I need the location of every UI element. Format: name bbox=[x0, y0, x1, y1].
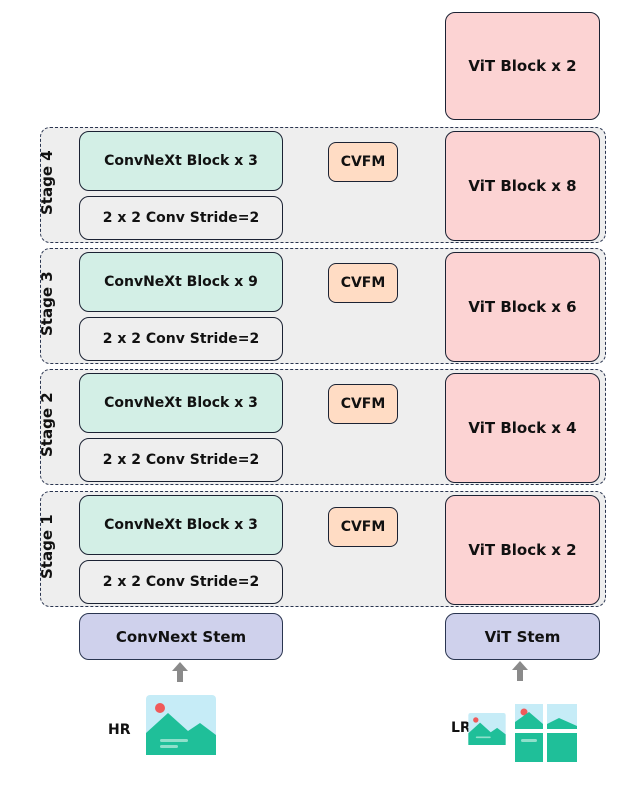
vit-block-label: ViT Block x 8 bbox=[468, 177, 577, 195]
cvfm-stage-4: CVFM bbox=[328, 142, 398, 182]
conv-stride-stage-4: 2 x 2 Conv Stride=2 bbox=[79, 196, 283, 240]
vit-block-stage-4: ViT Block x 8 bbox=[445, 131, 600, 241]
convnext-block-stage-2: ConvNeXt Block x 3 bbox=[79, 373, 283, 433]
stage-label-3: Stage 3 bbox=[38, 271, 56, 336]
lr-label: LR bbox=[451, 720, 471, 736]
cvfm-stage-1: CVFM bbox=[328, 507, 398, 547]
vit-block-stage-3: ViT Block x 6 bbox=[445, 252, 600, 362]
cvfm-label: CVFM bbox=[340, 519, 386, 535]
convnext-stem-label: ConvNext Stem bbox=[115, 627, 247, 646]
vit-block-top-label: ViT Block x 2 bbox=[468, 57, 577, 75]
stage-label-4: Stage 4 bbox=[38, 150, 56, 215]
cvfm-stage-2: CVFM bbox=[328, 384, 398, 424]
cvfm-label: CVFM bbox=[340, 275, 386, 291]
vit-block-top: ViT Block x 2 bbox=[445, 12, 600, 120]
vit-block-stage-2: ViT Block x 4 bbox=[445, 373, 600, 483]
convnext-stem: ConvNext Stem bbox=[79, 613, 283, 660]
convnext-block-label: ConvNeXt Block x 3 bbox=[104, 153, 258, 169]
convnext-block-stage-1: ConvNeXt Block x 3 bbox=[79, 495, 283, 555]
stage-label-2: Stage 2 bbox=[38, 392, 56, 457]
cvfm-label: CVFM bbox=[340, 396, 386, 412]
conv-stride-label: 2 x 2 Conv Stride=2 bbox=[102, 452, 260, 468]
convnext-block-label: ConvNeXt Block x 3 bbox=[104, 395, 258, 411]
conv-stride-stage-1: 2 x 2 Conv Stride=2 bbox=[79, 560, 283, 604]
vit-block-label: ViT Block x 2 bbox=[468, 541, 577, 559]
vit-stem-label: ViT Stem bbox=[484, 627, 561, 646]
convnext-block-label: ConvNeXt Block x 3 bbox=[104, 517, 258, 533]
vit-block-stage-1: ViT Block x 2 bbox=[445, 495, 600, 605]
conv-stride-stage-3: 2 x 2 Conv Stride=2 bbox=[79, 317, 283, 361]
conv-stride-stage-2: 2 x 2 Conv Stride=2 bbox=[79, 438, 283, 482]
cvfm-stage-3: CVFM bbox=[328, 263, 398, 303]
cvfm-label: CVFM bbox=[340, 154, 386, 170]
convnext-block-stage-4: ConvNeXt Block x 3 bbox=[79, 131, 283, 191]
vit-stem: ViT Stem bbox=[445, 613, 600, 660]
landscape-image-icon bbox=[146, 695, 216, 755]
conv-stride-label: 2 x 2 Conv Stride=2 bbox=[102, 331, 260, 347]
patched-image-icon bbox=[515, 704, 577, 762]
landscape-image-icon bbox=[468, 713, 506, 745]
convnext-block-label: ConvNeXt Block x 9 bbox=[104, 274, 258, 290]
conv-stride-label: 2 x 2 Conv Stride=2 bbox=[102, 210, 260, 226]
stage-label-1: Stage 1 bbox=[38, 514, 56, 579]
convnext-block-stage-3: ConvNeXt Block x 9 bbox=[79, 252, 283, 312]
up-arrow-icon bbox=[172, 662, 188, 682]
vit-block-label: ViT Block x 4 bbox=[468, 419, 577, 437]
vit-block-label: ViT Block x 6 bbox=[468, 298, 577, 316]
hr-label: HR bbox=[108, 722, 131, 738]
up-arrow-icon bbox=[512, 661, 528, 681]
conv-stride-label: 2 x 2 Conv Stride=2 bbox=[102, 574, 260, 590]
